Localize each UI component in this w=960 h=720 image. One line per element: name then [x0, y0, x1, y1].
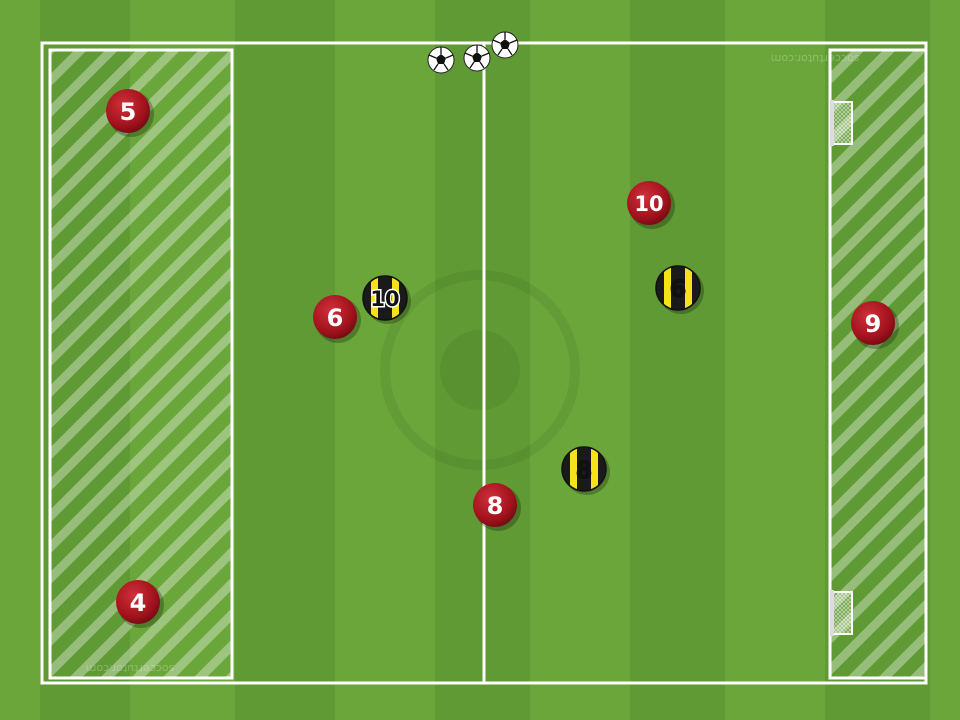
svg-text:soccertutor.com: soccertutor.com [771, 52, 860, 65]
pitch-lines [40, 41, 928, 685]
svg-text:5: 5 [120, 98, 137, 126]
svg-text:10: 10 [634, 192, 663, 216]
svg-text:6: 6 [327, 304, 344, 332]
soccer-ball-icon[interactable] [463, 44, 491, 72]
red-player-9[interactable]: 9 [851, 301, 899, 349]
faint-logo-icon [380, 270, 580, 470]
soccer-ball-icon[interactable] [491, 31, 519, 59]
mini-goal-icon [830, 590, 853, 636]
svg-text:8: 8 [576, 456, 593, 484]
yellow-player-8[interactable]: 8 [561, 446, 610, 495]
yellow-player-6[interactable]: 6 [655, 265, 704, 314]
red-player-5[interactable]: 5 [106, 89, 154, 137]
svg-text:6: 6 [670, 275, 687, 303]
left-end-zone [50, 50, 232, 678]
red-player-6[interactable]: 6 [313, 295, 361, 343]
svg-text:4: 4 [130, 589, 147, 617]
soccer-ball-icon[interactable] [427, 46, 455, 74]
red-player-10[interactable]: 10 [627, 181, 675, 229]
svg-text:soccertutor.com: soccertutor.com [86, 662, 175, 675]
mini-goal-icon [830, 100, 853, 146]
svg-text:8: 8 [487, 492, 504, 520]
yellow-player-10[interactable]: 10 [362, 275, 411, 324]
right-end-zone [830, 50, 926, 678]
red-player-4[interactable]: 4 [116, 580, 164, 628]
red-player-8[interactable]: 8 [473, 483, 521, 531]
svg-text:10: 10 [370, 287, 399, 311]
watermark: soccertutor.com soccertutor.com [86, 52, 860, 675]
svg-text:9: 9 [865, 310, 882, 338]
